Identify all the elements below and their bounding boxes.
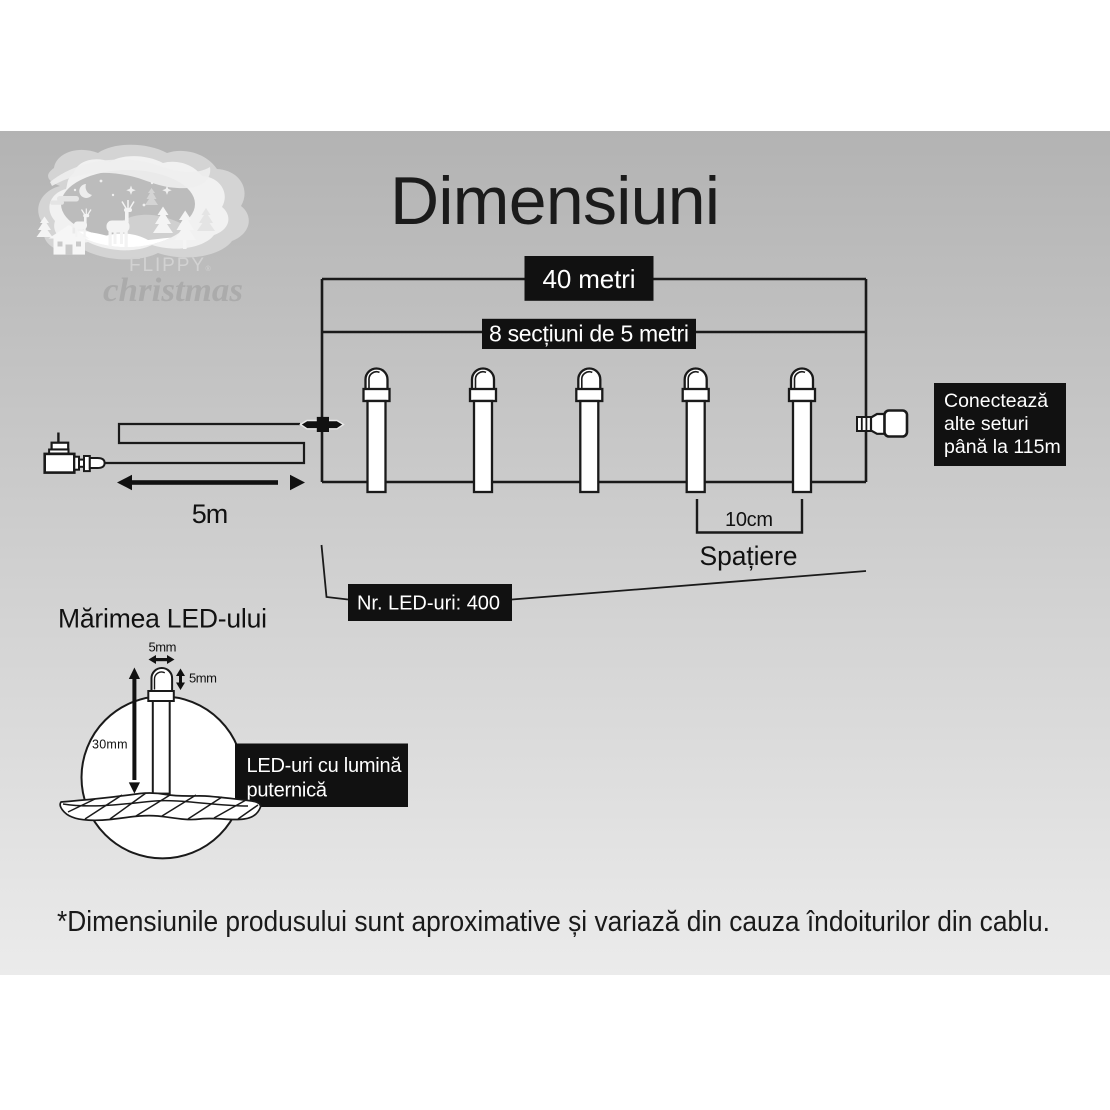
svg-text:30mm: 30mm [92,738,128,752]
svg-text:5mm: 5mm [189,670,217,685]
svg-text:până la 115m: până la 115m [944,436,1061,458]
svg-text:LED-uri cu lumină: LED-uri cu lumină [247,755,403,777]
svg-text:Mărimea LED-ului: Mărimea LED-ului [58,604,267,634]
svg-text:*Dimensiunile produsului sunt: *Dimensiunile produsului sunt aproximati… [57,906,1050,938]
svg-text:5mm: 5mm [149,640,177,655]
svg-text:alte seturi: alte seturi [944,413,1029,435]
svg-text:puternică: puternică [247,780,328,802]
svg-text:Conectează: Conectează [944,390,1048,412]
svg-text:10cm: 10cm [725,509,773,531]
svg-text:Dimensiuni: Dimensiuni [390,163,720,239]
svg-text:christmas: christmas [103,272,243,309]
svg-text:®: ® [206,265,212,273]
svg-text:Nr. LED-uri: 400: Nr. LED-uri: 400 [357,593,500,615]
svg-text:FLIPPY: FLIPPY [129,255,204,276]
svg-text:40 metri: 40 metri [543,264,636,294]
svg-text:5m: 5m [192,499,229,529]
svg-text:Spațiere: Spațiere [700,541,798,571]
svg-text:8 secțiuni de 5 metri: 8 secțiuni de 5 metri [489,321,689,347]
